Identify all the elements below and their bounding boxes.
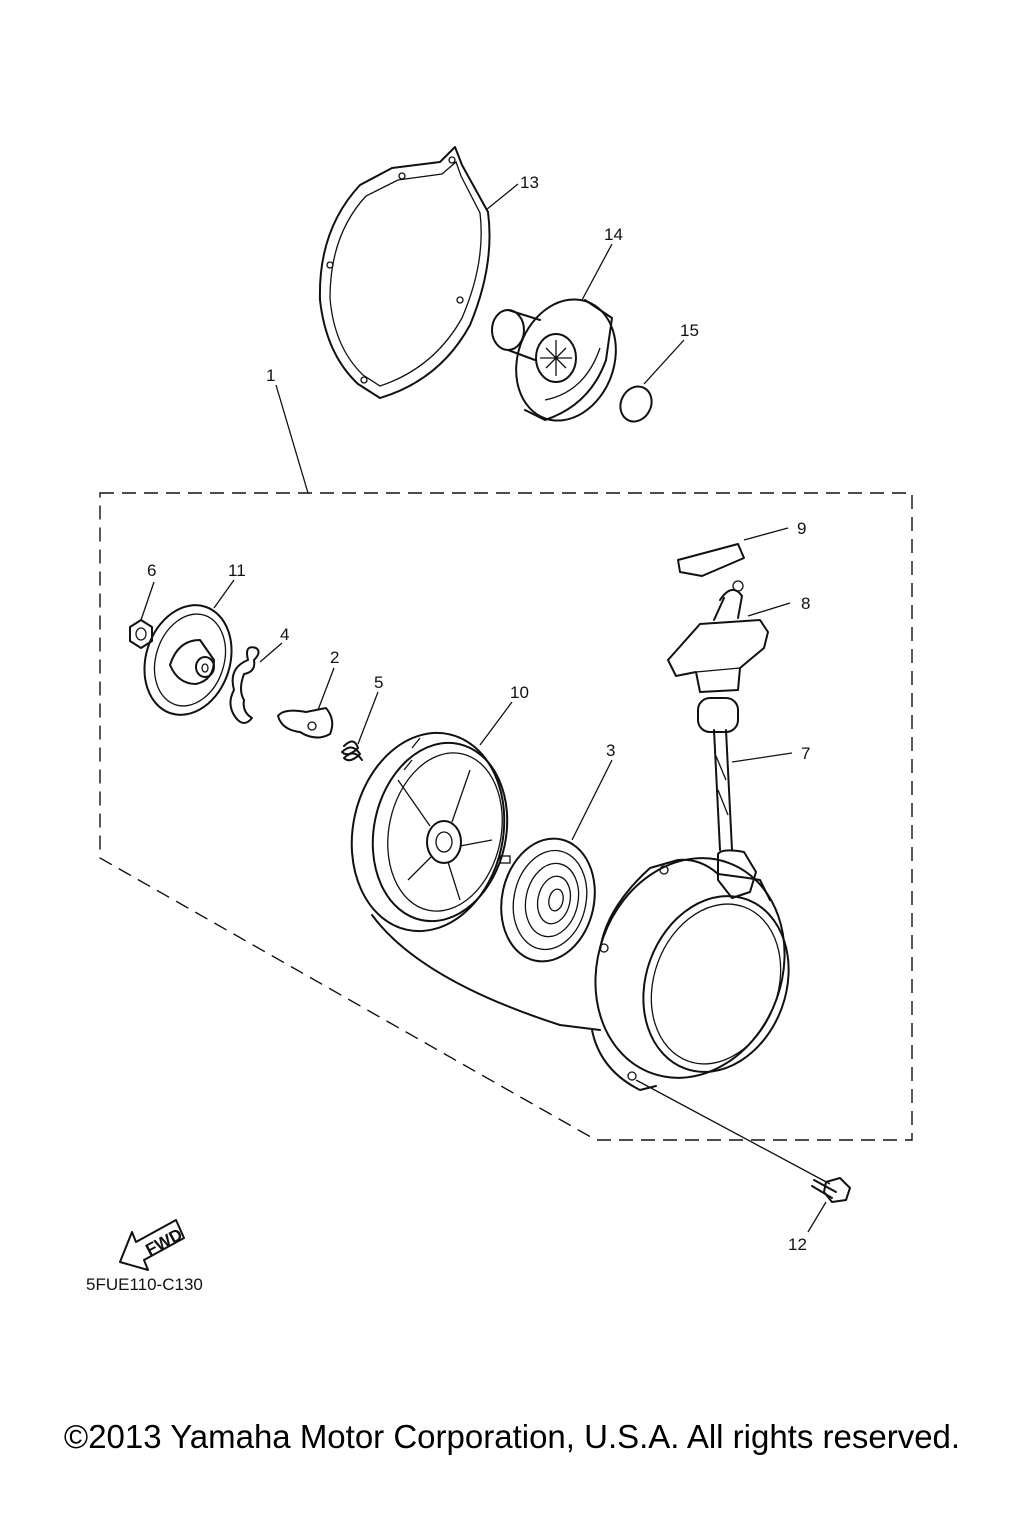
fwd-arrow-label: FWD [142,1225,185,1260]
part-label-6: 6 [147,561,156,580]
part-10-rope-reel [350,731,509,933]
starter-case [591,849,790,1091]
part-3-recoil-spring [499,837,596,963]
fwd-arrow-icon: FWD [119,1219,186,1271]
part-12-bolt [811,1177,851,1203]
part-label-11: 11 [228,561,246,580]
part-15-o-ring [619,385,653,423]
part-4-spring-clip [229,646,260,724]
part-label-7: 7 [801,744,810,763]
leader-lines [140,183,831,1233]
part-label-3: 3 [606,741,615,760]
part-13-gasket [318,146,491,399]
diagram-code: 5FUE110-C130 [86,1275,203,1294]
part-label-8: 8 [801,594,810,613]
part-label-5: 5 [374,673,383,692]
part-label-2: 2 [330,648,339,667]
part-label-1: 1 [266,366,275,385]
part-label-14: 14 [604,225,623,244]
part-2-pawl [277,707,334,739]
part-label-4: 4 [280,625,289,644]
part-label-9: 9 [797,519,806,538]
part-11-friction-plate [143,604,233,716]
part-9-handle-cap [677,543,745,577]
part-14-starter-cup [491,298,617,422]
part-7-rope [371,729,733,1031]
part-label-10: 10 [510,683,529,702]
part-5-spring [341,740,363,762]
copyright-notice: ©2013 Yamaha Motor Corporation, U.S.A. A… [63,1418,961,1455]
part-label-15: 15 [680,321,699,340]
part-8-starter-handle [667,580,769,733]
part-label-12: 12 [788,1235,807,1254]
assembly-boundary [99,492,913,1141]
part-label-13: 13 [520,173,539,192]
